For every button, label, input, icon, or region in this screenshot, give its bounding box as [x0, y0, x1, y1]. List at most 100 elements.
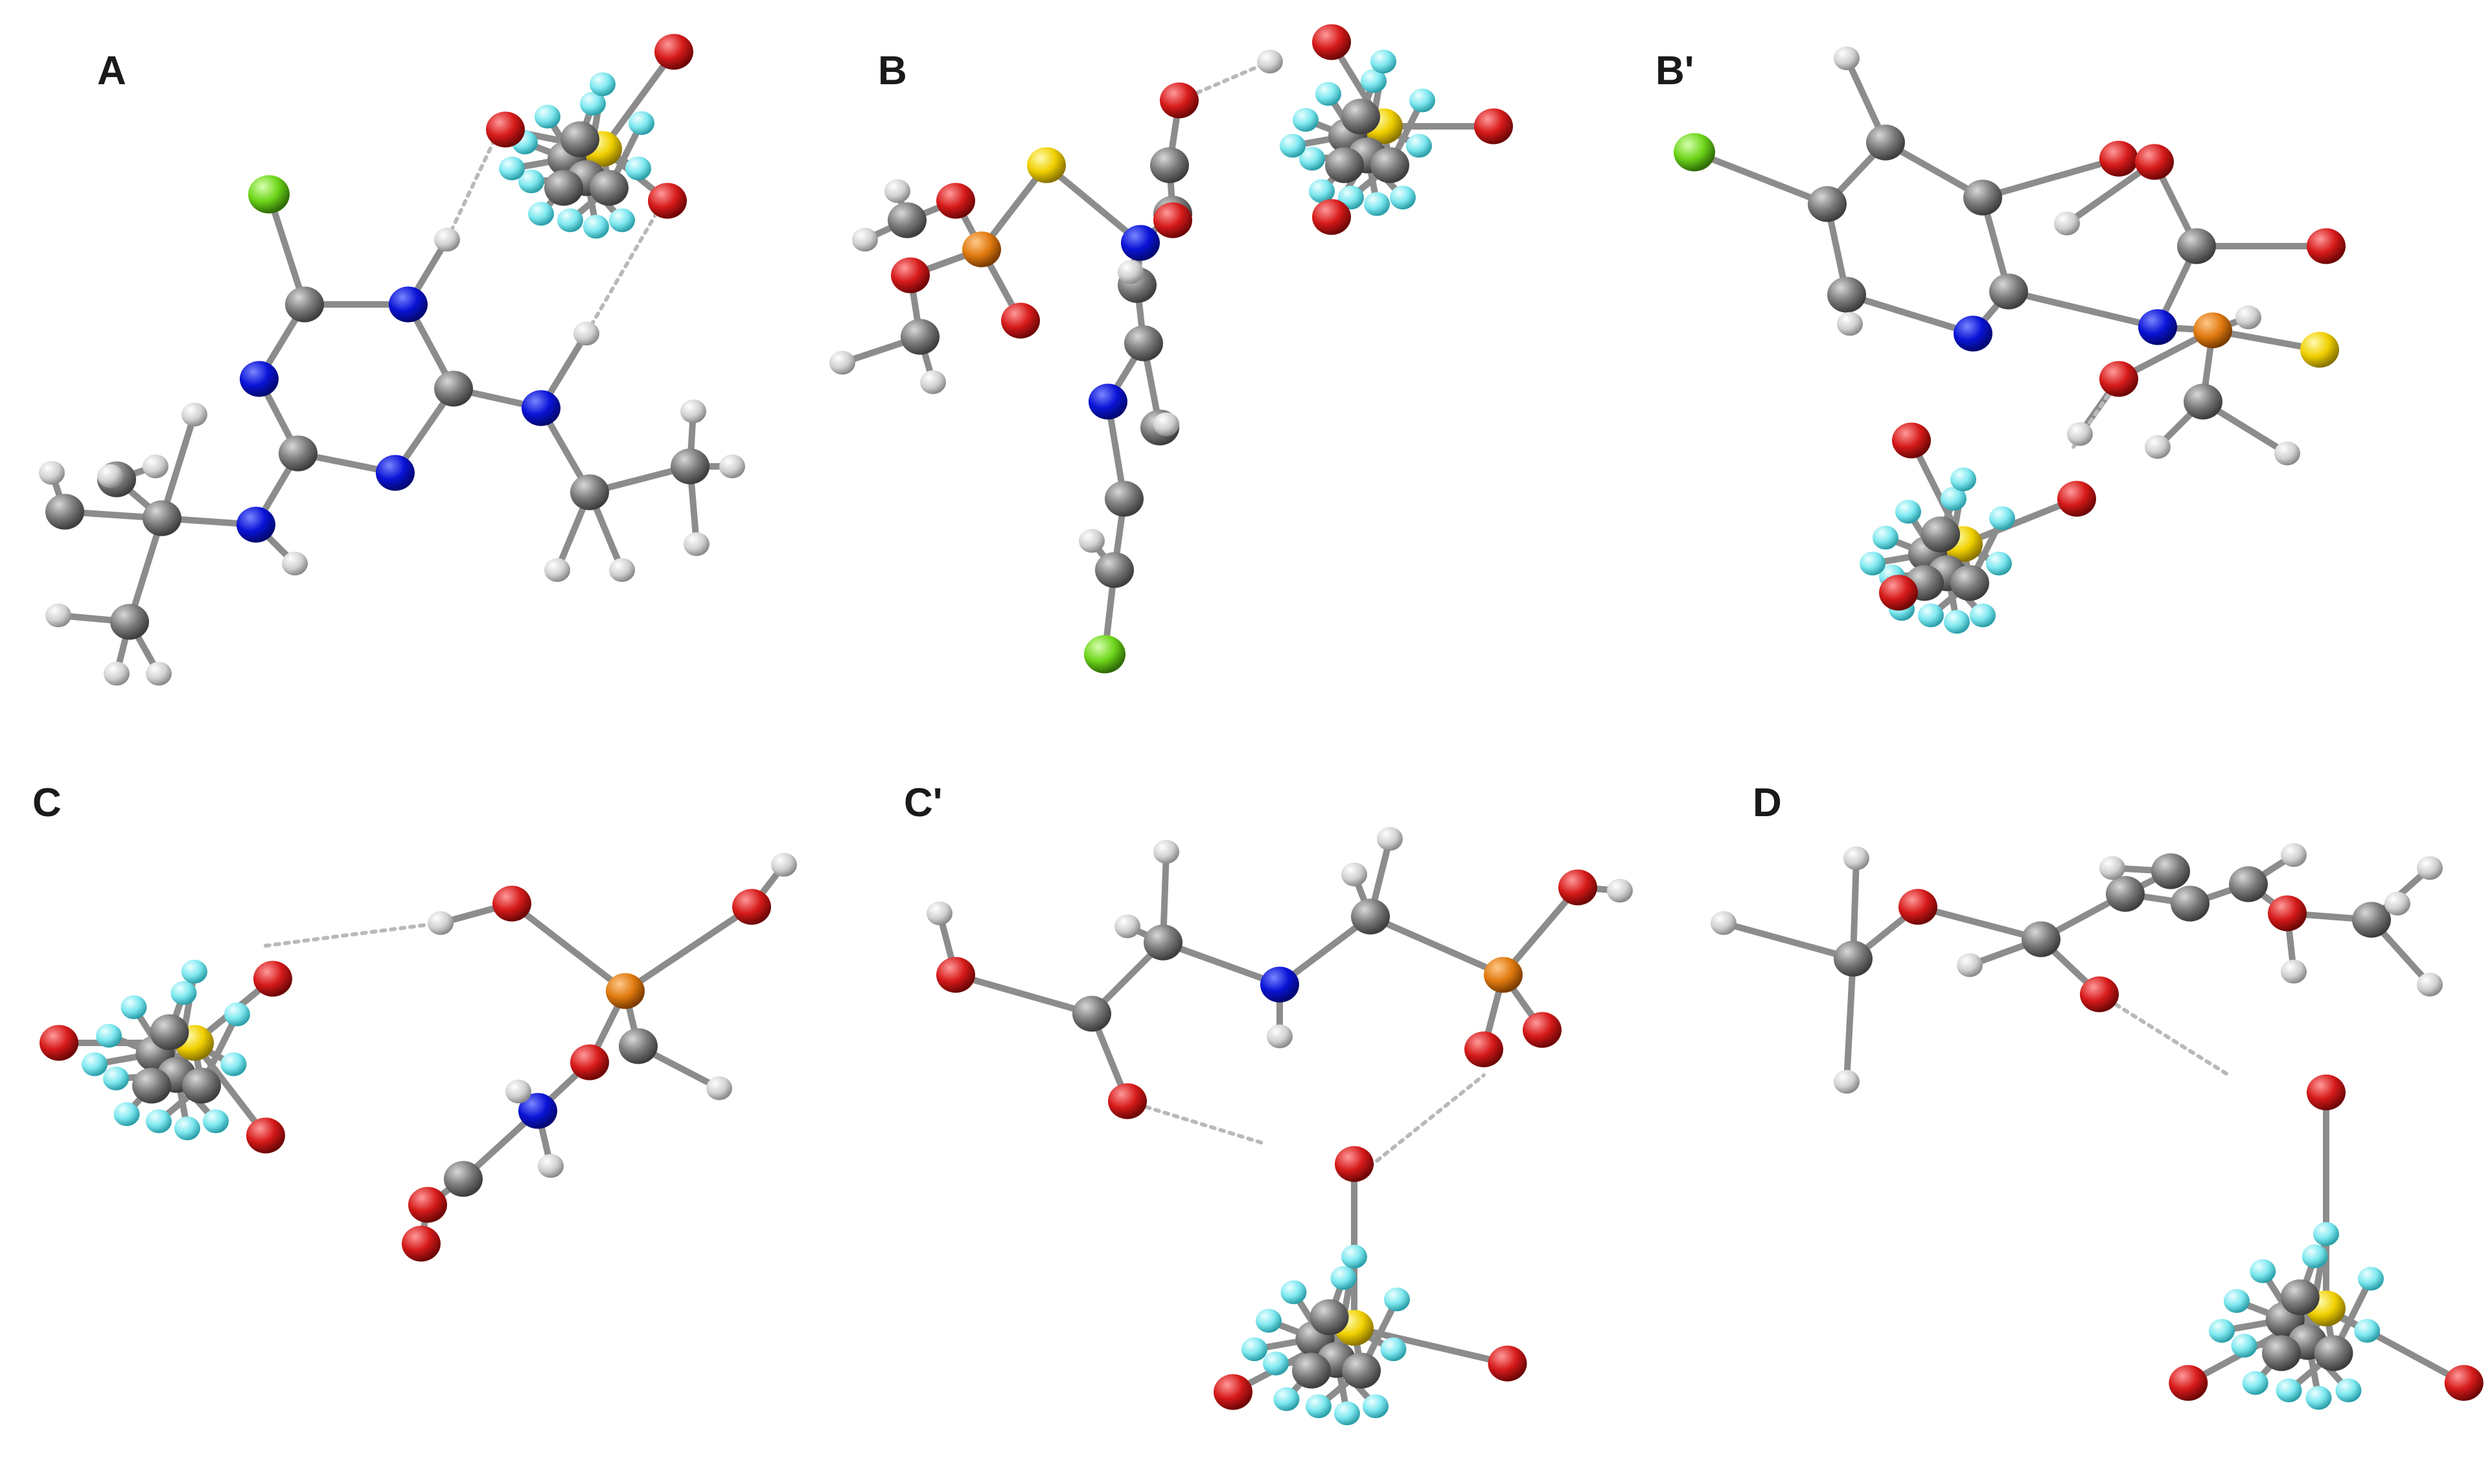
- fluorine-atom: [2313, 1222, 2339, 1246]
- carbon-atom: [2151, 853, 2190, 889]
- fluorine-atom: [590, 72, 616, 97]
- nitrogen-atom: [1954, 315, 1992, 352]
- hydrogen-atom: [2235, 305, 2261, 330]
- fluorine-atom: [609, 208, 635, 233]
- nitrogen-atom: [1121, 225, 1160, 261]
- panel-a-molecule: [39, 34, 745, 686]
- hydrogen-atom: [1079, 529, 1105, 553]
- carbon-atom: [1124, 325, 1163, 361]
- carbon-atom: [1105, 481, 1144, 517]
- oxygen-atom: [936, 183, 975, 219]
- fluorine-atom: [1409, 88, 1435, 113]
- carbon-atom: [1150, 147, 1189, 183]
- fluorine-atom: [113, 1102, 140, 1126]
- carbon-atom: [1921, 516, 1960, 553]
- oxygen-atom: [732, 889, 771, 925]
- hydrogen-atom: [1834, 46, 1860, 71]
- fluorine-atom: [1370, 49, 1396, 74]
- oxygen-atom: [2057, 481, 2096, 517]
- fluorine-atom: [220, 1052, 247, 1077]
- nitrogen-atom: [522, 390, 560, 426]
- fluorine-atom: [181, 959, 207, 984]
- hydrogen-atom: [428, 911, 454, 935]
- carbon-atom: [570, 474, 609, 510]
- hydrogen-atom: [104, 661, 130, 686]
- oxygen-atom: [2307, 228, 2346, 264]
- carbon-atom: [2022, 921, 2060, 957]
- carbon-atom: [1325, 147, 1364, 183]
- phosphorus-atom: [962, 231, 1001, 268]
- carbon-atom: [143, 500, 181, 536]
- carbon-atom: [1144, 924, 1183, 961]
- fluorine-atom: [2224, 1289, 2250, 1313]
- fluorine-atom: [2335, 1378, 2362, 1402]
- fluorine-atom: [1263, 1351, 1289, 1376]
- fluorine-atom: [82, 1052, 108, 1077]
- oxygen-atom: [2099, 141, 2138, 177]
- oxygen-atom: [1153, 202, 1192, 238]
- fluorine-atom: [174, 1116, 200, 1141]
- carbon-atom: [45, 494, 84, 530]
- oxygen-atom: [1474, 108, 1513, 144]
- hydrogen-atom: [829, 350, 855, 375]
- panel-c2-molecule: [927, 827, 1633, 1426]
- nitrogen-atom: [518, 1093, 557, 1129]
- fluorine-atom: [625, 156, 651, 181]
- oxygen-atom: [1892, 422, 1931, 459]
- hydrogen-atom: [2281, 959, 2307, 984]
- hydrogen-atom: [1834, 1069, 1860, 1094]
- oxygen-atom: [1108, 1083, 1147, 1119]
- hydrogen-atom: [538, 1154, 564, 1178]
- nitrogen-atom: [240, 361, 279, 397]
- panel-c-molecule: [40, 852, 797, 1262]
- bond: [509, 900, 629, 994]
- panel-label-c: C: [32, 781, 62, 825]
- fluorine-atom: [1315, 82, 1341, 106]
- hydrogen-bond: [1177, 60, 1272, 102]
- panel-label-d: D: [1753, 781, 1782, 825]
- oxygen-atom: [492, 885, 531, 922]
- carbon-atom: [110, 604, 149, 640]
- bond: [1500, 884, 1581, 978]
- carbon-atom: [1808, 186, 1847, 222]
- hydrogen-atom: [1153, 839, 1179, 864]
- hydrogen-atom: [2274, 441, 2300, 466]
- hydrogen-atom: [684, 532, 710, 556]
- carbon-atom: [671, 448, 710, 485]
- fluorine-atom: [1306, 1394, 1332, 1419]
- fluorine-atom: [1273, 1387, 1300, 1411]
- fluorine-atom: [2276, 1378, 2302, 1402]
- bond: [126, 515, 165, 625]
- oxygen-atom: [246, 1117, 285, 1154]
- oxygen-atom: [40, 1025, 78, 1061]
- nitrogen-atom: [237, 507, 275, 543]
- chlorine-atom: [1084, 635, 1125, 674]
- fluorine-atom: [170, 981, 197, 1005]
- fluorine-atom: [146, 1109, 172, 1134]
- bond: [159, 411, 198, 521]
- fluorine-atom: [1989, 506, 2015, 531]
- carbon-atom: [1963, 179, 2002, 216]
- hydrogen-atom: [2145, 435, 2171, 459]
- fluorine-atom: [96, 1023, 122, 1048]
- oxygen-atom: [2135, 144, 2174, 180]
- hydrogen-atom: [143, 454, 168, 479]
- hydrogen-atom: [927, 901, 952, 926]
- fluorine-atom: [1341, 1244, 1367, 1269]
- nitrogen-atom: [1089, 383, 1127, 420]
- fluorine-atom: [499, 156, 525, 181]
- fluorine-atom: [1950, 467, 1976, 492]
- chlorine-atom: [1674, 133, 1715, 172]
- bond: [1160, 939, 1283, 988]
- bond: [2323, 1305, 2467, 1386]
- hydrogen-atom: [39, 461, 65, 485]
- carbon-atom: [2314, 1335, 2353, 1371]
- hydrogen-atom: [1267, 1024, 1293, 1049]
- oxygen-atom: [1523, 1012, 1562, 1048]
- hydrogen-atom: [1377, 827, 1403, 851]
- phosphorus-atom: [1484, 957, 1523, 993]
- hydrogen-atom: [1341, 862, 1367, 887]
- fluorine-atom: [2242, 1371, 2268, 1395]
- panel-label-b2: B': [1656, 49, 1694, 93]
- carbon-atom: [1866, 124, 1905, 161]
